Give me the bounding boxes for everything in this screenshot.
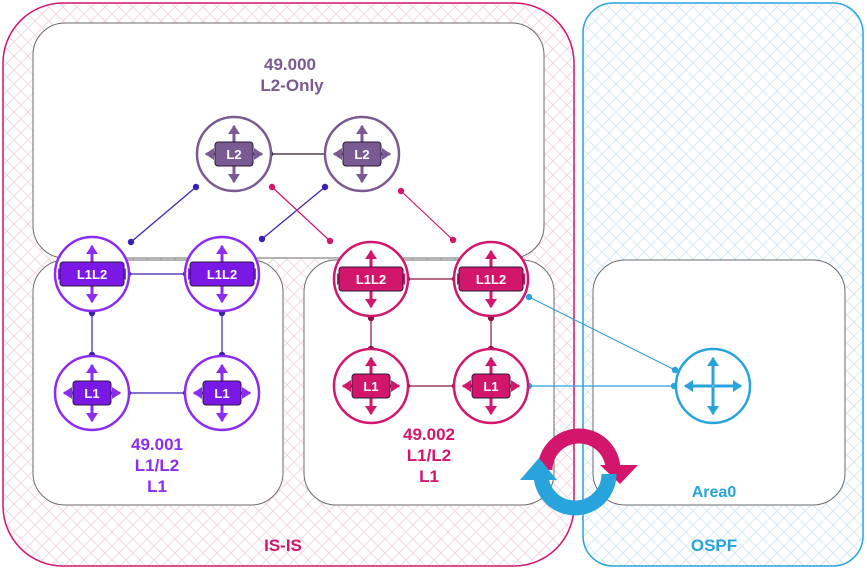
router-r-l2-a[interactable]: L2 <box>195 115 273 193</box>
backbone-area-id: 49.000 <box>264 55 316 74</box>
router-r-a2-l1l2-a[interactable]: L1L2 <box>332 240 410 318</box>
link-endpoint <box>258 235 266 243</box>
router-level-badge <box>202 380 242 406</box>
router-r-a1-l1l2-b[interactable]: L1L2 <box>183 235 261 313</box>
link-4 <box>400 190 454 241</box>
router-level-badge <box>72 380 112 406</box>
router-r-a1-l1-b[interactable]: L1 <box>183 354 261 432</box>
router-level-badge <box>214 141 254 167</box>
area2-level: L1/L2 <box>407 446 451 465</box>
isis-domain-label: IS-IS <box>264 536 302 555</box>
router-level-label: L1L2 <box>77 267 107 282</box>
router-level-badge <box>471 373 511 399</box>
link-2 <box>261 186 326 240</box>
router-arrows-icon <box>684 357 742 415</box>
router-r-ospf[interactable] <box>674 347 752 425</box>
area0-label: Area0 <box>692 484 737 501</box>
router-level-label: L1 <box>483 379 498 394</box>
area1-id: 49.001 <box>131 435 183 454</box>
link-endpoint <box>321 183 329 191</box>
router-level-label: L1 <box>363 379 378 394</box>
area1-level: L1/L2 <box>135 456 179 475</box>
router-level-label: L1 <box>84 386 99 401</box>
router-r-a1-l1l2-a[interactable]: L1L2 <box>53 235 131 313</box>
router-r-a2-l1-b[interactable]: L1 <box>452 347 530 425</box>
link-endpoint <box>397 187 405 195</box>
router-level-badge <box>458 266 524 292</box>
redistribution-arrows-icon <box>520 428 638 516</box>
router-level-label: L1 <box>214 386 229 401</box>
router-level-badge <box>338 266 404 292</box>
link-endpoint <box>192 183 200 191</box>
area1-box <box>32 259 284 506</box>
router-r-l2-b[interactable]: L2 <box>323 115 401 193</box>
area1-level-l1: L1 <box>147 477 167 496</box>
router-level-label: L2 <box>354 147 369 162</box>
link-1 <box>130 186 197 243</box>
link-endpoint <box>525 293 533 301</box>
router-level-badge <box>59 261 125 287</box>
router-r-a1-l1-a[interactable]: L1 <box>53 354 131 432</box>
area2-level-l1: L1 <box>419 467 439 486</box>
router-level-badge <box>342 141 382 167</box>
router-level-label: L1L2 <box>476 272 506 287</box>
router-level-label: L2 <box>226 147 241 162</box>
router-level-badge <box>351 373 391 399</box>
area-backbone-box <box>32 22 545 259</box>
router-r-a2-l1l2-b[interactable]: L1L2 <box>452 240 530 318</box>
router-arrows-icon <box>333 125 391 183</box>
backbone-area-level: L2-Only <box>260 76 324 95</box>
router-level-label: L1L2 <box>207 267 237 282</box>
link-endpoint <box>268 183 276 191</box>
area2-id: 49.002 <box>403 425 455 444</box>
router-level-label: L1L2 <box>356 272 386 287</box>
link-endpoint <box>326 237 334 245</box>
router-r-a2-l1-a[interactable]: L1 <box>332 347 410 425</box>
link-3 <box>271 186 331 242</box>
link-13 <box>528 296 676 371</box>
router-level-badge <box>189 261 255 287</box>
link-endpoint <box>127 238 135 246</box>
link-endpoint <box>449 236 457 244</box>
link-endpoint <box>671 366 679 374</box>
ospf-domain-label: OSPF <box>691 536 737 555</box>
